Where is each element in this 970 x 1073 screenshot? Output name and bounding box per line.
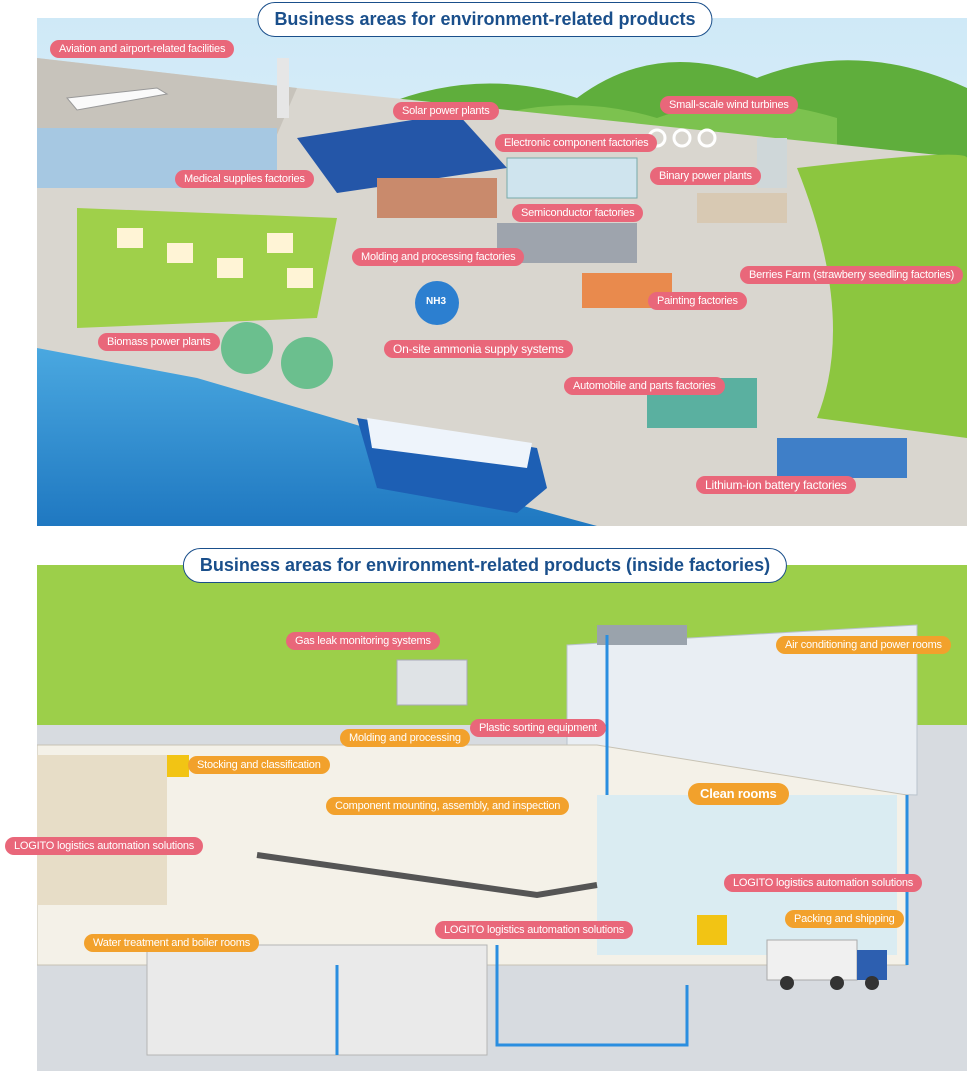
nh3-tank: [415, 281, 459, 325]
label-solar: Solar power plants: [393, 102, 499, 120]
airplane: [66, 87, 169, 111]
label-electronic: Electronic component factories: [495, 134, 658, 152]
warehouse: [37, 755, 167, 905]
label-water-treatment: Water treatment and boiler rooms: [84, 934, 260, 952]
label-plastic-sorting: Plastic sorting equipment: [470, 719, 606, 737]
label-logito-right: LOGITO logistics automation solutions: [724, 874, 923, 892]
title-bottom: Business areas for environment-related p…: [182, 548, 788, 583]
label-logito-center: LOGITO logistics automation solutions: [435, 921, 634, 939]
gas-monitor-unit: [396, 659, 468, 706]
label-aviation: Aviation and airport-related facilities: [50, 40, 235, 58]
title-top: Business areas for environment-related p…: [257, 2, 713, 37]
label-binary: Binary power plants: [650, 167, 761, 185]
gas-tank: [221, 322, 273, 374]
label-molding: Molding and processing factories: [352, 248, 525, 266]
basement: [146, 944, 488, 1056]
sea: [37, 348, 597, 526]
label-stocking: Stocking and classification: [188, 756, 330, 774]
conveyor: [256, 852, 598, 899]
truck: [766, 939, 858, 981]
medical-building: [377, 178, 497, 218]
forklift: [697, 915, 727, 945]
label-painting: Painting factories: [648, 292, 747, 310]
house: [117, 228, 143, 248]
label-air-conditioning: Air conditioning and power rooms: [776, 636, 951, 654]
label-component: Component mounting, assembly, and inspec…: [326, 797, 570, 815]
water-pipes: [335, 635, 689, 1055]
binary-plant: [697, 193, 787, 223]
label-clean-rooms: Clean rooms: [688, 783, 789, 805]
label-semiconductor: Semiconductor factories: [512, 204, 644, 222]
electronic-factory: [506, 157, 638, 199]
nh3-text: NH3: [426, 296, 447, 307]
label-packing: Packing and shipping: [785, 910, 904, 928]
label-lithium: Lithium-ion battery factories: [696, 476, 856, 494]
label-logito-left: LOGITO logistics automation solutions: [5, 837, 204, 855]
right-grass: [797, 154, 967, 438]
battery-factory: [777, 438, 907, 478]
label-wind: Small-scale wind turbines: [660, 96, 798, 114]
upper-floor: [566, 624, 918, 796]
solar-panels: [297, 113, 507, 193]
label-berries: Berries Farm (strawberry seedling factor…: [740, 266, 964, 284]
label-ammonia: On-site ammonia supply systems: [384, 340, 573, 358]
label-automobile: Automobile and parts factories: [564, 377, 725, 395]
label-gas-leak: Gas leak monitoring systems: [286, 632, 440, 650]
control-tower: [277, 58, 289, 118]
label-medical: Medical supplies factories: [175, 170, 314, 188]
label-molding-processing: Molding and processing: [340, 729, 470, 747]
label-biomass: Biomass power plants: [98, 333, 220, 351]
